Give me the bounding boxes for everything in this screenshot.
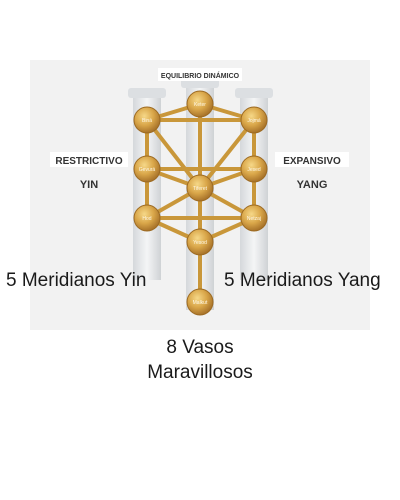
node-keter: Keter: [186, 90, 214, 118]
node-label-malkut: Malkut: [193, 300, 208, 306]
node-label-netzach: Netzaj: [247, 216, 261, 222]
node-yesod: Yesod: [186, 228, 214, 256]
top-label: EQUILIBRIO DINÁMICO: [161, 71, 240, 80]
node-label-hod: Hod: [142, 216, 151, 222]
right-title: EXPANSIVO: [283, 156, 341, 167]
path-chokmah-tiferet: [198, 118, 256, 190]
node-gevurah: Gevurá: [133, 155, 161, 183]
caption-extraordinary-vessels: 8 Vasos Maravillosos: [130, 335, 270, 385]
node-label-chokmah: Jojmá: [247, 118, 261, 124]
left-pillar-cap: [128, 88, 166, 98]
node-binah: Biná: [133, 106, 161, 134]
right-pillar-cap: [235, 88, 273, 98]
node-netzach: Netzaj: [240, 204, 268, 232]
node-label-binah: Biná: [142, 118, 152, 124]
node-hod: Hod: [133, 204, 161, 232]
node-chesed: Jesed: [240, 155, 268, 183]
right-title-bg: [275, 152, 349, 167]
node-tiferet: Tiferet: [186, 174, 214, 202]
node-malkut: Malkut: [186, 288, 214, 316]
node-label-chesed: Jesed: [247, 167, 261, 173]
right-subtitle: YANG: [297, 179, 328, 191]
node-label-keter: Keter: [194, 102, 206, 108]
caption-bottom-line1: 8 Vasos: [166, 337, 234, 358]
caption-yin-meridians: 5 Meridianos Yin: [6, 270, 147, 291]
left-subtitle: YIN: [80, 179, 98, 191]
node-chokmah: Jojmá: [240, 106, 268, 134]
node-label-tiferet: Tiferet: [193, 186, 208, 192]
top-label-bg: [158, 68, 242, 81]
node-label-yesod: Yesod: [193, 240, 207, 246]
path-binah-tiferet: [145, 118, 202, 190]
caption-bottom-line2: Maravillosos: [147, 362, 253, 383]
caption-yang-meridians: 5 Meridianos Yang: [224, 270, 381, 291]
left-title: RESTRICTIVO: [55, 156, 122, 167]
node-label-gevurah: Gevurá: [139, 167, 156, 173]
left-title-bg: [50, 152, 128, 167]
